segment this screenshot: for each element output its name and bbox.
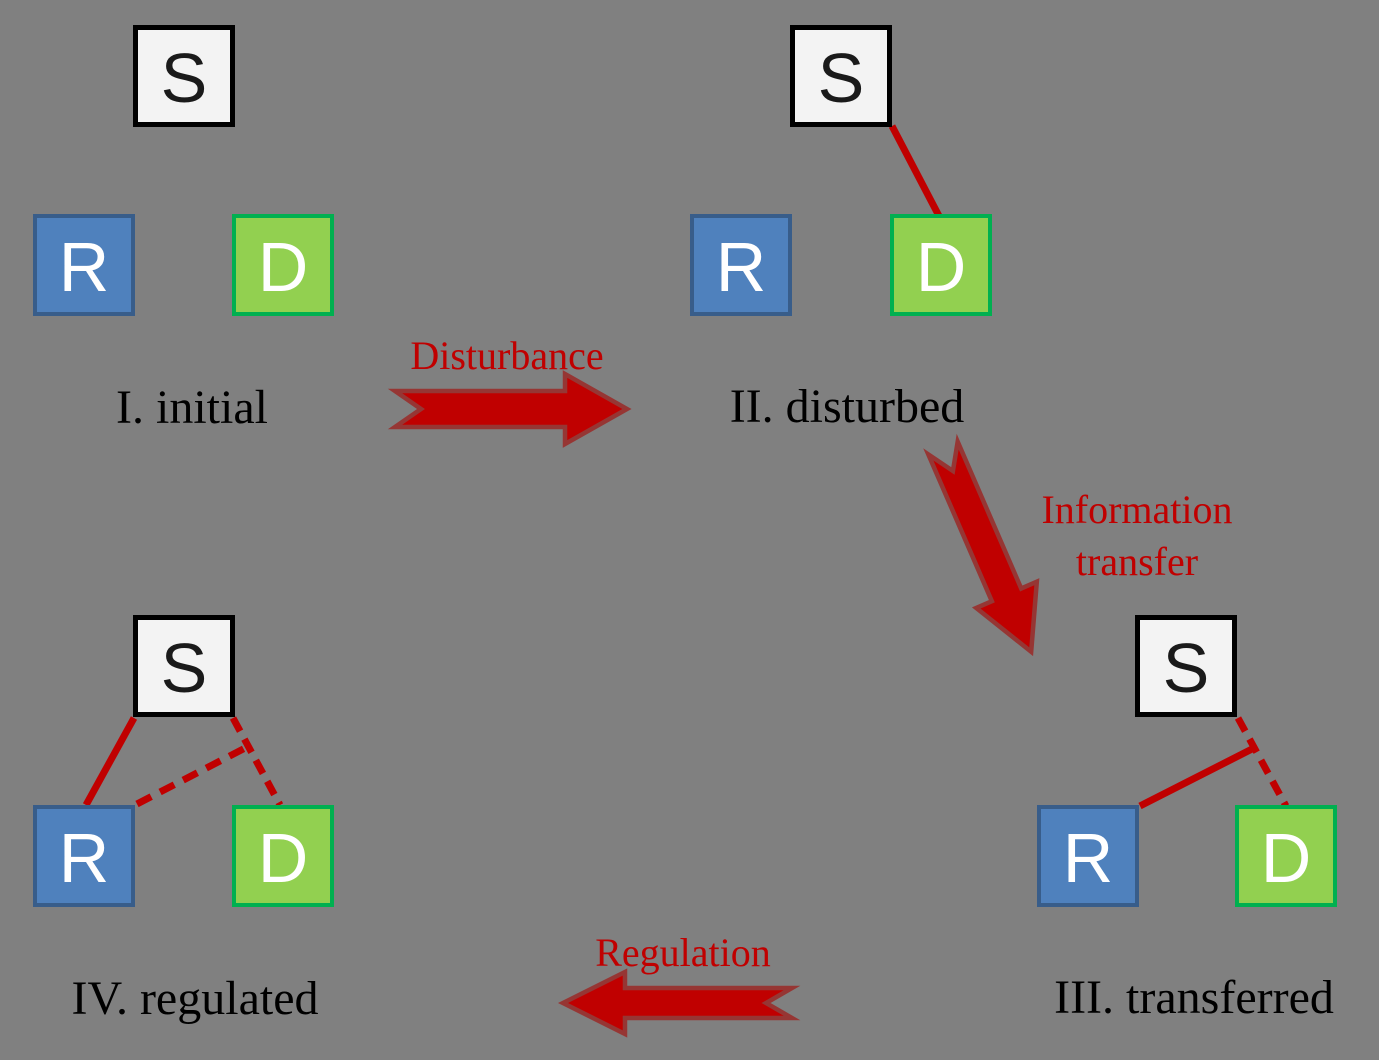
information-transfer-arrow — [923, 433, 1040, 657]
edge-panel2-s-d-solid — [888, 124, 943, 218]
regulation-arrow — [557, 968, 801, 1038]
edge-panel4-s-d-dashed — [229, 716, 284, 807]
stage-label-transferred: III. transferred — [1054, 971, 1334, 1024]
node-s-panel3: S — [1135, 615, 1237, 717]
disturbance-arrow — [387, 370, 632, 448]
edge-panel3-r-intercept-solid — [1138, 744, 1256, 810]
information-transfer-arrow-label: Information transfer — [1041, 487, 1233, 584]
stage-label-disturbed: II. disturbed — [729, 380, 965, 433]
regulation-arrow-label: Regulation — [595, 930, 771, 975]
node-r-panel3: R — [1037, 805, 1139, 907]
node-r-panel2: R — [690, 214, 792, 316]
node-r-panel1: R — [33, 214, 135, 316]
node-s-panel1: S — [133, 25, 235, 127]
node-d-panel4: D — [232, 805, 334, 907]
node-d-panel1: D — [232, 214, 334, 316]
stage-label-initial: I. initial — [116, 381, 268, 434]
node-s-panel2: S — [790, 25, 892, 127]
edge-panel4-s-r-solid — [82, 716, 138, 807]
disturbance-arrow-label: Disturbance — [410, 333, 604, 378]
node-d-panel2: D — [890, 214, 992, 316]
node-s-panel4: S — [133, 615, 235, 717]
node-d-panel3: D — [1235, 805, 1337, 907]
edge-panel4-r-intercept-dashed — [135, 742, 251, 808]
node-r-panel4: R — [33, 805, 135, 907]
edge-panel3-s-d-dashed — [1234, 716, 1290, 808]
stage-label-regulated: IV. regulated — [71, 972, 319, 1025]
